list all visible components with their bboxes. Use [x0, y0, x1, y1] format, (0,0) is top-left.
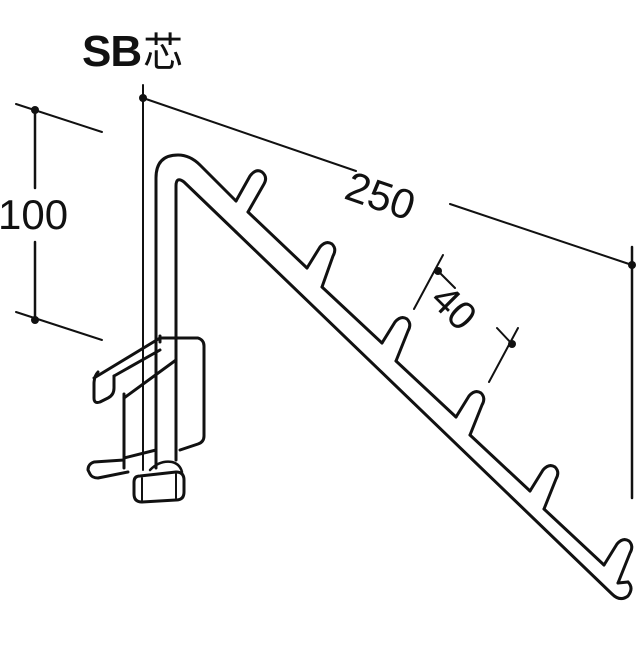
wire-bracket	[154, 153, 633, 601]
length-dimension	[139, 84, 636, 500]
pegs	[234, 169, 634, 585]
height-dimension-label: 100	[0, 191, 69, 238]
thumb-screw	[132, 460, 186, 504]
model-title: SB芯	[82, 27, 183, 76]
pitch-dimension	[413, 254, 519, 383]
mounting-clip	[86, 334, 206, 480]
height-dimension	[15, 103, 103, 341]
model-code: SB	[82, 27, 142, 76]
model-suffix: 芯	[143, 30, 183, 76]
